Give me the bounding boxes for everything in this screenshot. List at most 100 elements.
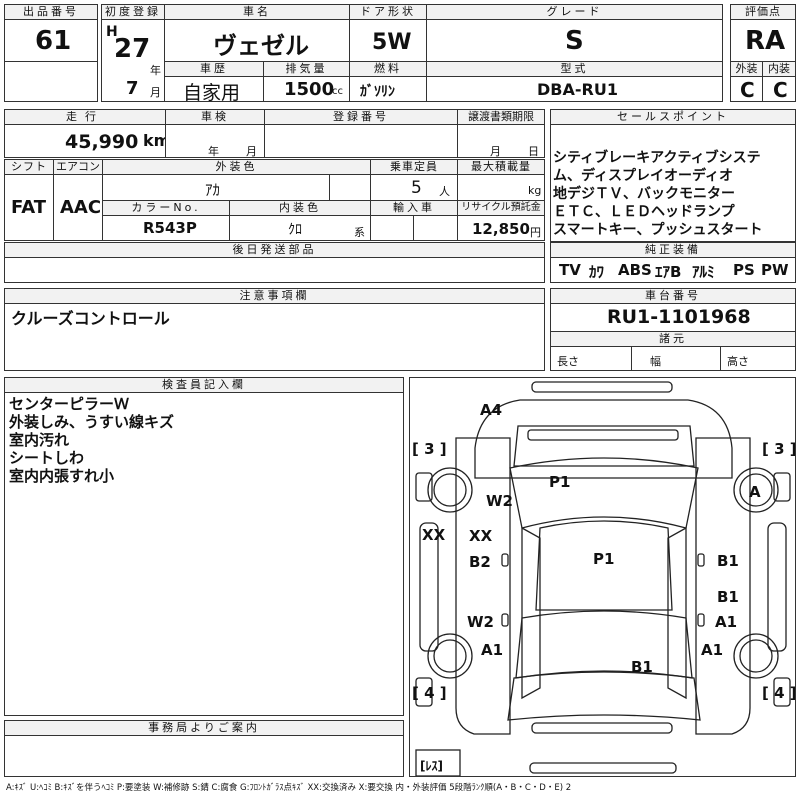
later-parts-cell — [4, 257, 545, 283]
first-reg-month-unit: 月 — [150, 86, 161, 99]
cabin-outline — [521, 526, 541, 700]
interior-cell: C — [762, 76, 796, 102]
model-label: 型式 — [426, 61, 723, 77]
shift: FAT — [11, 197, 47, 218]
equipment-item: PW — [761, 261, 789, 279]
mark-w2-front-left: W2 — [486, 492, 513, 510]
mark-w2-left-rear-door: W2 — [467, 613, 494, 631]
first-reg-year-unit: 年 — [150, 64, 161, 77]
recycle-cell: 12,850 円 — [457, 215, 545, 241]
displacement-label: 排気量 — [263, 61, 350, 77]
inspector-label: 検査員記入欄 — [4, 377, 404, 393]
mark-a-front-right: A — [749, 483, 761, 501]
recycle-label: リサイクル預託金 — [457, 200, 545, 216]
car-diagram-panel: A4 [ 3 ] [ 3 ] P1 W2 A XX XX B2 P1 B1 B1… — [409, 377, 796, 777]
rear-left-wheel — [427, 633, 473, 679]
front-right-wheel-hub — [739, 473, 773, 507]
mileage-cell: 45,990 km — [4, 124, 166, 158]
import-cell-a — [370, 215, 414, 241]
max-load-label: 最大積載量 — [457, 159, 545, 175]
length-label: 長さ — [557, 355, 579, 368]
color-no-label: カラーNo. — [102, 200, 230, 216]
fuel: ｶﾞｿﾘﾝ — [360, 84, 395, 100]
mileage-label: 走行 — [4, 109, 166, 125]
mark-b1-rear: B1 — [631, 658, 653, 676]
mark-b1-right-front-door: B1 — [717, 552, 739, 570]
right-mid-vent — [767, 522, 787, 652]
height-cell: 高さ — [720, 346, 796, 371]
width-label: 幅 — [650, 355, 661, 368]
caution-text: クルーズコントロール — [11, 309, 170, 328]
caution-cell: クルーズコントロール — [4, 303, 545, 371]
mark-a1-right-rear-door: A1 — [715, 613, 737, 631]
interior-label: 内装 — [762, 61, 796, 77]
lot-no: 61 — [35, 26, 72, 56]
exterior-cell: C — [730, 76, 763, 102]
rear-section — [507, 671, 701, 721]
model-cell: DBA-RU1 — [426, 76, 723, 102]
lot-no-cell: 61 — [4, 19, 98, 62]
mark-b2-left-front-door: B2 — [469, 553, 491, 571]
roof-outline — [535, 520, 673, 611]
score-cell: RA — [730, 19, 796, 62]
inspector-note-line: センターピラーＷ — [9, 395, 130, 413]
reg-no-cell — [264, 124, 458, 158]
displacement-cell: 1500 cc — [263, 76, 350, 102]
mark-bracket-3-right: [ 3 ] — [762, 440, 796, 458]
mark-a4: A4 — [480, 401, 502, 419]
max-load-cell: kg — [457, 174, 545, 201]
first-reg-month: 7 — [126, 78, 139, 99]
rear-bumper — [531, 722, 673, 734]
front-bumper — [531, 381, 673, 393]
capacity-unit: 人 — [439, 185, 450, 198]
mileage: 45,990 — [65, 131, 139, 153]
int-color-unit: 系 — [354, 226, 365, 239]
score: RA — [745, 26, 786, 56]
exterior-grade: C — [740, 78, 755, 102]
mark-tire-rest: [ﾚｽ] — [420, 759, 443, 773]
fuel-cell: ｶﾞｿﾘﾝ — [349, 76, 427, 102]
rear-left-wheel-hub — [433, 639, 467, 673]
inspector-note-line: 外装しみ、うすい線キズ — [9, 413, 175, 431]
displacement: 1500 — [284, 79, 335, 100]
inspection-year-unit: 年 — [208, 145, 219, 158]
sales-points-cell: シティブレーキアクティブシステ ム、ディスプレイオーディオ 地デジＴＶ、バックモ… — [550, 124, 796, 242]
sales-point-line: シティブレーキアクティブシステ — [553, 150, 761, 166]
ext-color-cell: ｱｶ — [102, 174, 330, 201]
transfer-day-unit: 日 — [528, 145, 539, 158]
reg-no-label: 登録番号 — [264, 109, 458, 125]
equipment-item: ｶﾜ — [589, 263, 605, 281]
chassis-cell: RU1-1101968 — [550, 303, 796, 332]
displacement-unit: cc — [332, 86, 343, 97]
equipment-item: ｴｱB — [655, 263, 682, 281]
height-label: 高さ — [727, 355, 749, 368]
mark-p1-roof: P1 — [593, 550, 614, 568]
inspector-note-line: 室内内張すれ小 — [9, 467, 115, 485]
aircon: AAC — [60, 197, 102, 218]
history-label: 車歴 — [164, 61, 264, 77]
first-reg-era: H — [106, 24, 118, 40]
right-body-side — [695, 437, 751, 735]
grade-label: グレード — [426, 4, 723, 20]
front-left-wheel — [427, 467, 473, 513]
door-type: 5W — [372, 30, 412, 55]
body-front-outline — [474, 399, 733, 479]
fuel-label: 燃料 — [349, 61, 427, 77]
hood-outline — [513, 425, 695, 467]
sales-points-label: セールスポイント — [550, 109, 796, 125]
right-front-vent — [773, 472, 791, 502]
ext-color-label: 外装色 — [102, 159, 371, 175]
inspection-cell: 年 月 — [165, 124, 265, 158]
mark-xx-left-front-door: XX — [469, 527, 493, 545]
grade-cell: S — [426, 19, 723, 62]
max-load-unit: kg — [528, 184, 542, 197]
mileage-unit: km — [143, 131, 165, 150]
mark-bracket-3-left: [ 3 ] — [412, 440, 447, 458]
import-label: 輸入車 — [370, 200, 458, 216]
left-rear-vent — [415, 677, 433, 707]
spare-tire-box — [415, 749, 461, 776]
rear-right-wheel-hub — [739, 639, 773, 673]
shift-cell: FAT — [4, 174, 54, 241]
car-name: ヴェゼル — [213, 32, 309, 60]
